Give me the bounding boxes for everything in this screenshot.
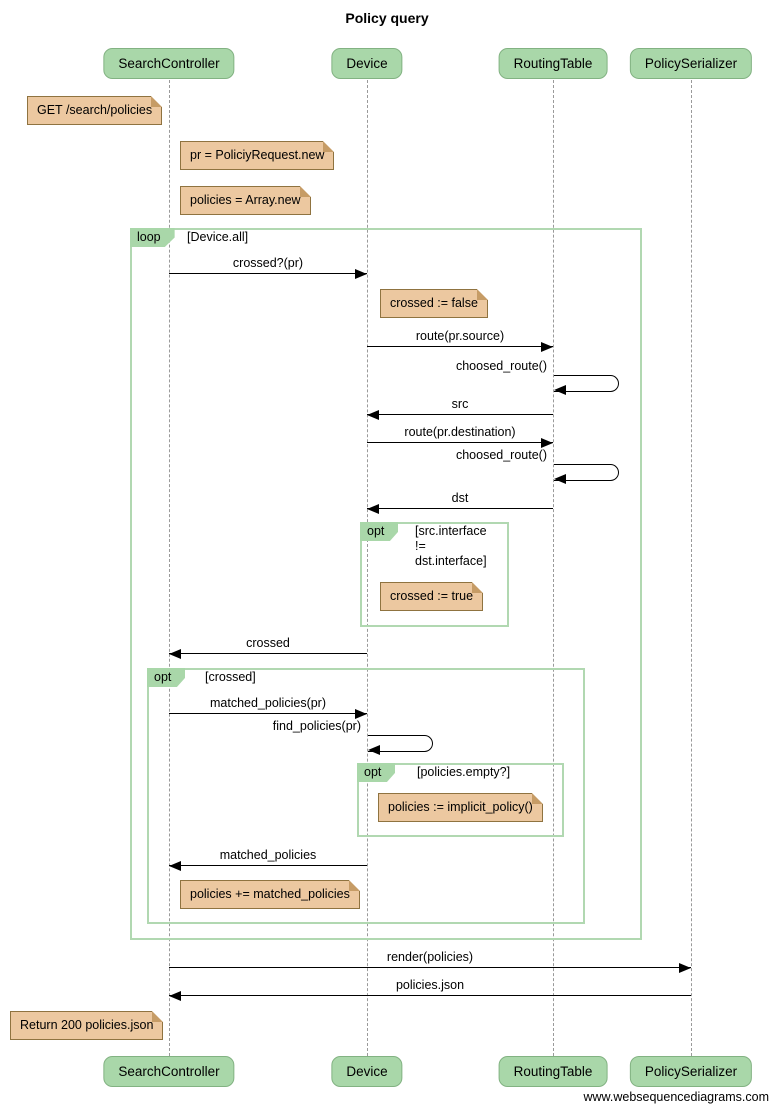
message-label: choosed_route() — [455, 359, 547, 373]
arrowhead-icon — [169, 649, 181, 659]
self-message-loop — [368, 735, 433, 752]
actor-top-searchcontroller: SearchController — [103, 48, 235, 79]
arrowhead-icon — [355, 269, 367, 279]
arrowhead-icon — [368, 745, 380, 755]
message-line — [367, 442, 553, 443]
note-implicit-policy: policies := implicit_policy() — [378, 793, 543, 822]
message-line — [169, 653, 367, 654]
message-line — [367, 414, 553, 415]
lifeline-device — [367, 80, 368, 1056]
frame-opt-crossed-condition: [crossed] — [205, 670, 256, 684]
message-label: render(policies) — [386, 950, 474, 964]
message-line — [367, 346, 553, 347]
message-label: route(pr.source) — [415, 329, 505, 343]
frame-opt-crossed-operator: opt — [147, 668, 186, 687]
message-label: matched_policies — [219, 848, 317, 862]
note-policies-array-new: policies = Array.new — [180, 186, 311, 215]
actor-bottom-searchcontroller: SearchController — [103, 1056, 235, 1087]
actor-bottom-policyserializer: PolicySerializer — [629, 1056, 753, 1087]
note-pr-new: pr = PoliciyRequest.new — [180, 141, 335, 170]
arrowhead-icon — [541, 342, 553, 352]
diagram-title: Policy query — [345, 10, 429, 26]
note-return-200: Return 200 policies.json — [10, 1011, 164, 1040]
message-label: src — [451, 397, 469, 411]
arrowhead-icon — [554, 385, 566, 395]
message-line — [169, 273, 367, 274]
frame-opt-interface-operator: opt — [360, 522, 399, 541]
arrowhead-icon — [169, 991, 181, 1001]
frame-opt-interface — [360, 522, 509, 627]
frame-loop-device-all — [130, 228, 642, 940]
frame-opt-policies-empty — [357, 763, 564, 837]
lifeline-searchcontroller — [169, 80, 170, 1056]
arrowhead-icon — [679, 963, 691, 973]
note-policies-append: policies += matched_policies — [180, 880, 360, 909]
note-crossed-false: crossed := false — [380, 289, 488, 318]
actor-top-policyserializer: PolicySerializer — [629, 48, 753, 79]
message-label: crossed — [246, 636, 290, 650]
note-crossed-true: crossed := true — [380, 582, 484, 611]
arrowhead-icon — [169, 861, 181, 871]
frame-opt-policies-empty-condition: [policies.empty?] — [417, 765, 511, 779]
frame-loop-condition: [Device.all] — [187, 230, 249, 244]
frame-opt-crossed — [147, 668, 585, 924]
self-message-loop — [554, 375, 619, 392]
arrowhead-icon — [541, 438, 553, 448]
note-get-search-policies: GET /search/policies — [27, 96, 163, 125]
message-label: route(pr.destination) — [404, 425, 516, 439]
lifeline-routingtable — [553, 80, 554, 1056]
arrowhead-icon — [367, 410, 379, 420]
actor-bottom-device: Device — [331, 1056, 403, 1087]
message-label: dst — [451, 491, 469, 505]
message-label: policies.json — [395, 978, 465, 992]
self-message-loop — [554, 464, 619, 481]
arrowhead-icon — [367, 504, 379, 514]
actor-top-device: Device — [331, 48, 403, 79]
message-label: crossed?(pr) — [232, 256, 304, 270]
arrowhead-icon — [355, 709, 367, 719]
message-line — [169, 713, 367, 714]
actor-top-routingtable: RoutingTable — [498, 48, 608, 79]
frame-loop-operator: loop — [130, 228, 175, 247]
arrowhead-icon — [554, 474, 566, 484]
message-label: matched_policies(pr) — [209, 696, 327, 710]
message-line — [367, 508, 553, 509]
message-label: find_policies(pr) — [272, 719, 361, 733]
message-line — [169, 865, 367, 866]
footer-watermark: www.websequencediagrams.com — [583, 1090, 769, 1104]
message-line — [169, 967, 691, 968]
lifeline-policyserializer — [691, 80, 692, 1056]
message-line — [169, 995, 691, 996]
message-label: choosed_route() — [455, 448, 547, 462]
frame-opt-interface-condition: [src.interface != dst.interface] — [415, 524, 487, 568]
frame-opt-policies-empty-operator: opt — [357, 763, 396, 782]
actor-bottom-routingtable: RoutingTable — [498, 1056, 608, 1087]
